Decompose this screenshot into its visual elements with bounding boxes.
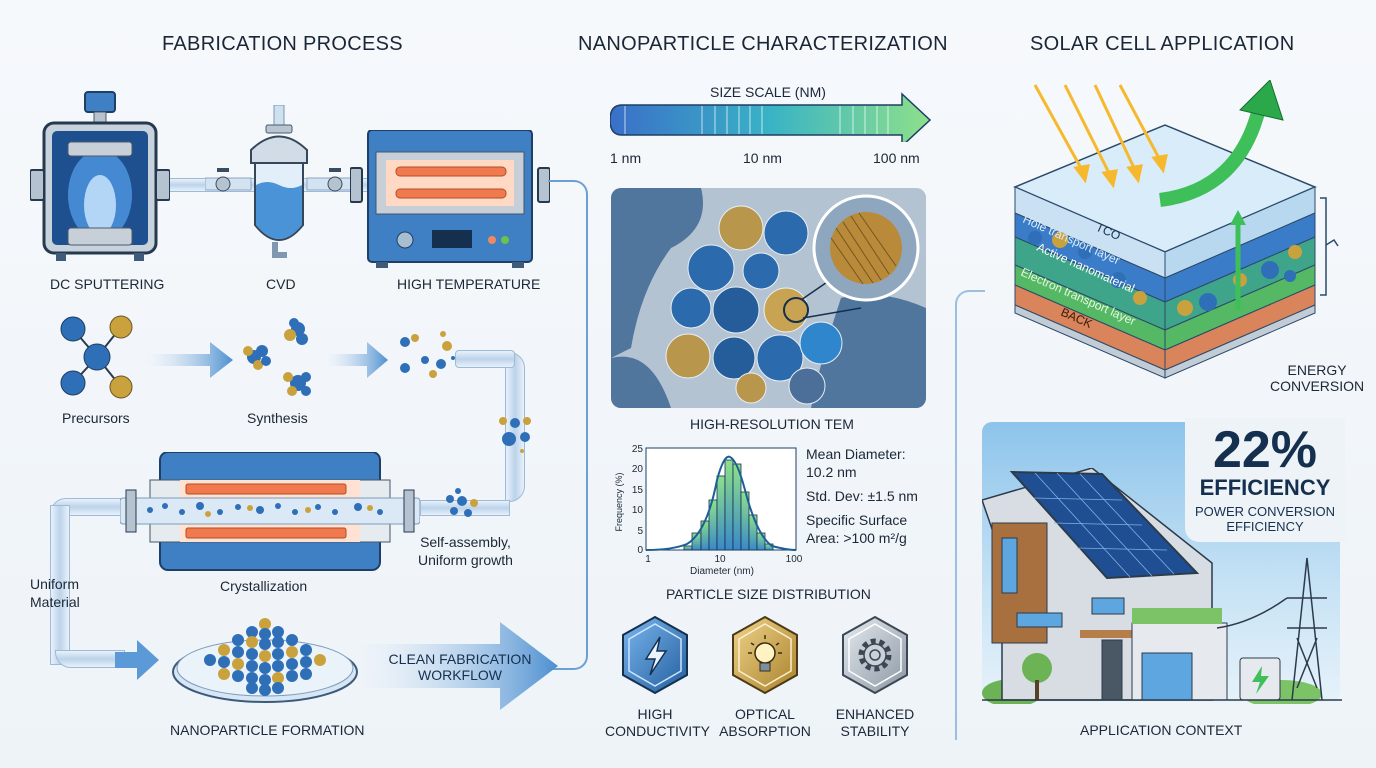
flow-arrow-icon [325,340,390,380]
scale-tick-1nm: 1 nm [610,150,642,166]
property-label: ABSORPTION [719,723,811,739]
cvd-label: CVD [266,276,296,292]
dispersed-particles-icon [395,330,460,390]
tem-label: HIGH-RESOLUTION TEM [690,416,854,432]
workflow-arrow: CLEAN FABRICATION WORKFLOW [360,622,560,710]
pce-line-1: POWER CONVERSION [1194,504,1336,519]
property-label: HIGH [637,706,673,722]
energy-line-1: ENERGY [1287,362,1347,378]
energy-conversion-label: ENERGY CONVERSION [1270,362,1364,394]
uniform-material-label: Uniform Material [30,575,80,611]
workflow-line-1: CLEAN FABRICATION [388,651,532,667]
precursors-label: Precursors [62,410,130,426]
svg-text:5: 5 [637,526,643,537]
pce-label: POWER CONVERSION EFFICIENCY [1185,504,1345,534]
transfer-tube [50,505,70,665]
crystallization-furnace-icon [119,451,421,572]
property-conductivity: HIGH CONDUCTIVITY [605,706,710,740]
svg-text:20: 20 [632,464,644,475]
mean-diameter-value: 10.2 nm [806,464,857,480]
svg-text:15: 15 [632,485,644,496]
application-context-label: APPLICATION CONTEXT [1080,722,1243,738]
svg-text:10: 10 [632,505,644,516]
lightning-bolt-icon [620,615,690,695]
distribution-label: PARTICLE SIZE DISTRIBUTION [666,586,871,602]
precursor-molecule-icon [55,315,135,405]
tem-image [611,188,926,408]
mean-diameter-label: Mean Diameter: [806,446,906,462]
scale-tick-100nm: 100 nm [873,150,920,166]
property-label: OPTICAL [735,706,795,722]
svg-text:25: 25 [632,444,644,455]
characterization-title: NANOPARTICLE CHARACTERIZATION [578,33,948,55]
light-bulb-icon [730,615,800,695]
process-flow-line [548,180,588,670]
synthesis-cluster-icon [240,315,320,405]
synthesis-label: Synthesis [247,410,308,426]
nanoparticle-array-icon [170,610,360,710]
svg-text:100: 100 [786,554,802,565]
surface-area-label: Specific Surface [806,512,908,528]
nanoparticle-formation-label: NANOPARTICLE FORMATION [170,722,365,738]
size-scale-bar [609,92,935,148]
pce-line-2: EFFICIENCY [1226,519,1304,534]
gear-icon [840,615,910,695]
size-distribution-chart: 25 20 15 10 5 0 1 10 100 Diameter (nm) Frequenc… [612,440,803,580]
energy-line-2: CONVERSION [1270,378,1365,394]
property-label: ENHANCED [835,706,915,722]
particle-cluster-icon [442,487,482,522]
self-assembly-label: Self-assembly, Uniform growth [418,533,513,569]
high-temperature-label: HIGH TEMPERATURE [397,276,541,292]
particle-cluster-icon [495,415,535,460]
efficiency-label: EFFICIENCY [1199,475,1331,500]
svg-text:Diameter (nm): Diameter (nm) [690,566,754,577]
dc-sputtering-label: DC SPUTTERING [50,276,165,292]
crystallization-label: Crystallization [220,578,308,594]
svg-text:0: 0 [637,545,643,556]
svg-text:10: 10 [714,554,726,565]
workflow-line-2: WORKFLOW [418,667,502,683]
solar-title: SOLAR CELL APPLICATION [1030,33,1295,55]
property-label: CONDUCTIVITY [605,723,710,739]
property-absorption: OPTICAL ABSORPTION [715,706,815,740]
property-stability: ENHANCED STABILITY [825,706,925,740]
size-scale-title: SIZE SCALE (NM) [710,84,826,100]
self-assembly-line-1: Self-assembly, [420,534,511,550]
transfer-tube [455,350,515,368]
scale-tick-10nm: 10 nm [743,150,782,166]
uniform-material-line-1: Uniform [30,576,80,592]
svg-text:Frequency (%): Frequency (%) [614,472,624,531]
connector-line [955,290,985,740]
efficiency-panel: 22% EFFICIENCY POWER CONVERSION EFFICIEN… [1185,418,1345,542]
sputter-chamber-icon [29,90,171,270]
solar-cell-stack-icon: TCO Hole transport layer Active nanomate… [990,79,1360,410]
flow-arrow-icon [115,640,160,680]
std-dev-value: Std. Dev: ±1.5 nm [806,488,918,504]
distribution-stats: Mean Diameter: 10.2 nm Std. Dev: ±1.5 nm… [806,445,918,547]
self-assembly-line-2: Uniform growth [418,552,513,568]
house-solar-illustration [981,467,1342,708]
property-label: STABILITY [840,723,910,739]
fabrication-title: FABRICATION PROCESS [162,33,403,55]
uniform-material-line-2: Material [30,594,80,610]
svg-text:1: 1 [645,554,651,565]
flow-arrow-icon [145,340,235,380]
furnace-icon [349,129,551,270]
surface-area-value: Area: >100 m²/g [806,530,907,546]
efficiency-value: 22% [1212,421,1318,479]
cvd-reactor-icon [204,104,356,270]
